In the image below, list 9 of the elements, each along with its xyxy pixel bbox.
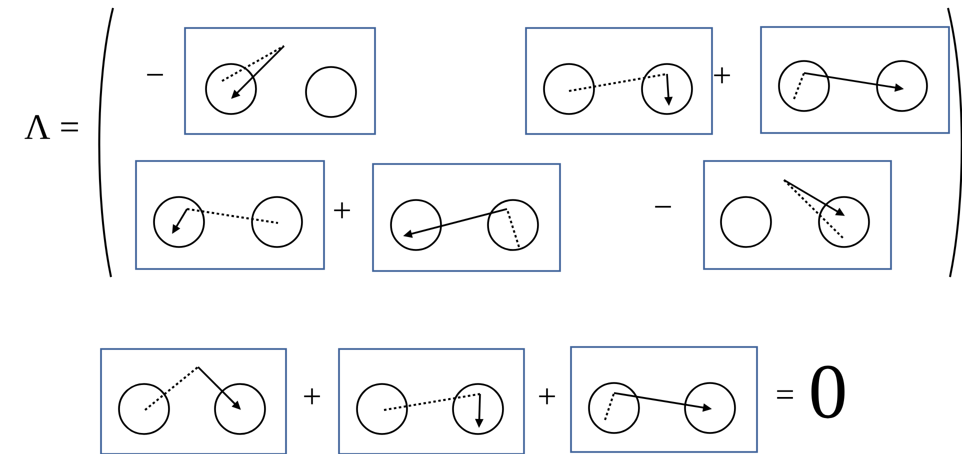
plus-sign: + [539, 388, 555, 404]
plus-sign: + [334, 202, 350, 218]
minus-sign: − [655, 206, 671, 208]
lambda-symbol: Λ = [24, 115, 78, 139]
equals-sign: = [777, 390, 793, 399]
zero: 0 [811, 366, 845, 418]
plus-sign: + [304, 388, 320, 404]
minus-sign: − [147, 74, 163, 76]
plus-sign: + [714, 67, 730, 84]
